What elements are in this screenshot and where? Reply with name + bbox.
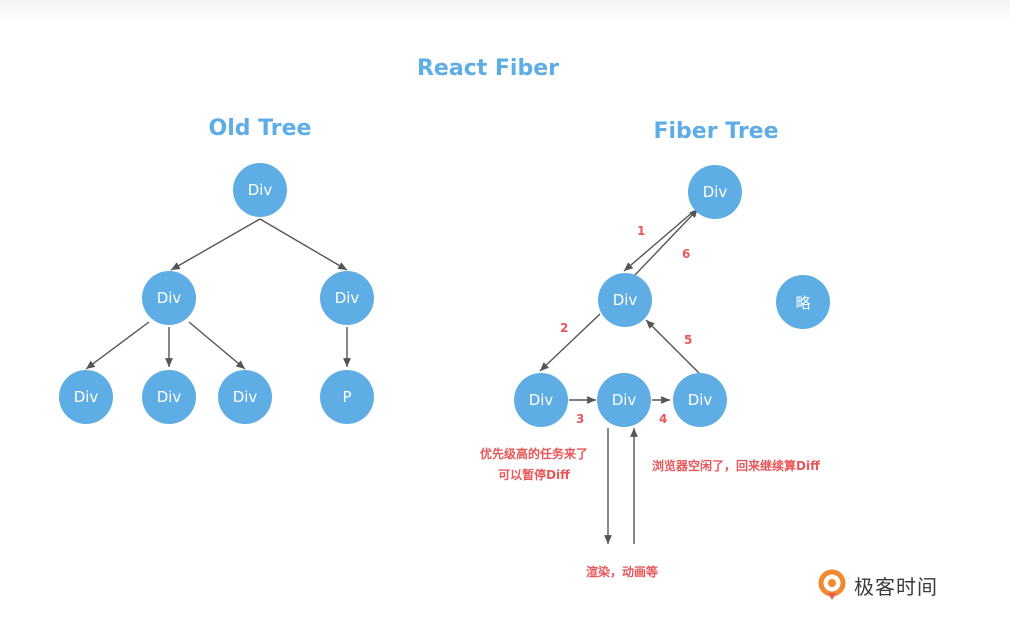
step-numbers: 1 2 3 4 5 6 [560,224,692,426]
node-label: Div [233,388,258,406]
fiber-edge-1 [623,210,695,272]
node-label: Div [703,183,728,201]
node-label: Div [248,181,273,199]
idle-note: 浏览器空闲了，回来继续算Diff [652,459,820,473]
fiber-node-leaf-2: Div [597,373,651,427]
old-node-leaf-1: Div [59,370,113,424]
fiber-edge-2 [539,313,601,372]
priority-note-line-2: 可以暂停Diff [498,468,570,482]
old-edge-left-a [85,321,150,370]
fiber-tree-title: Fiber Tree [653,119,779,144]
old-node-p: P [320,370,374,424]
step-3: 3 [576,412,584,426]
old-edge-root-left [170,218,261,271]
priority-note: 优先级高的任务来了 可以暂停Diff [470,444,598,486]
fiber-node-leaf-1: Div [514,373,568,427]
node-label: P [342,388,351,406]
old-tree-edges [85,218,351,370]
step-6: 6 [682,247,690,261]
old-node-left: Div [142,271,196,325]
old-node-root: Div [233,163,287,217]
node-label: Div [157,289,182,307]
old-tree-nodes: Div Div Div Div Div Div P [59,163,374,424]
node-label: Div [688,391,713,409]
old-node-right: Div [320,271,374,325]
old-node-leaf-2: Div [142,370,196,424]
node-label: Div [157,388,182,406]
top-bar [0,0,1010,22]
node-label: Div [335,289,360,307]
priority-note-line-1: 优先级高的任务来了 [479,447,588,461]
old-tree-title: Old Tree [208,116,312,141]
node-label: 略 [795,294,810,312]
brand-text: 极客时间 [854,574,938,599]
slide-title: React Fiber [416,56,559,81]
fiber-edge-6 [633,208,699,277]
fiber-node-leaf-3: Div [673,373,727,427]
brand: 极客时间 [818,568,938,602]
fiber-tree-nodes: Div Div Div Div Div 略 [514,165,830,427]
old-node-leaf-3: Div [218,370,272,424]
fiber-node-middle: Div [598,273,652,327]
old-edge-left-c [188,321,246,370]
render-note: 渲染，动画等 [586,565,659,579]
step-1: 1 [637,224,645,238]
fiber-node-root: Div [688,165,742,219]
step-4: 4 [659,412,667,426]
fiber-tree-edges [539,208,700,544]
node-label: Div [613,291,638,309]
geektime-logo-icon [818,569,846,600]
node-label: Div [529,391,554,409]
fiber-edge-5 [645,319,700,374]
fiber-node-omitted: 略 [776,275,830,329]
step-2: 2 [560,321,568,335]
node-label: Div [612,391,637,409]
node-label: Div [74,388,99,406]
old-edge-root-right [259,218,348,271]
step-5: 5 [684,333,692,347]
